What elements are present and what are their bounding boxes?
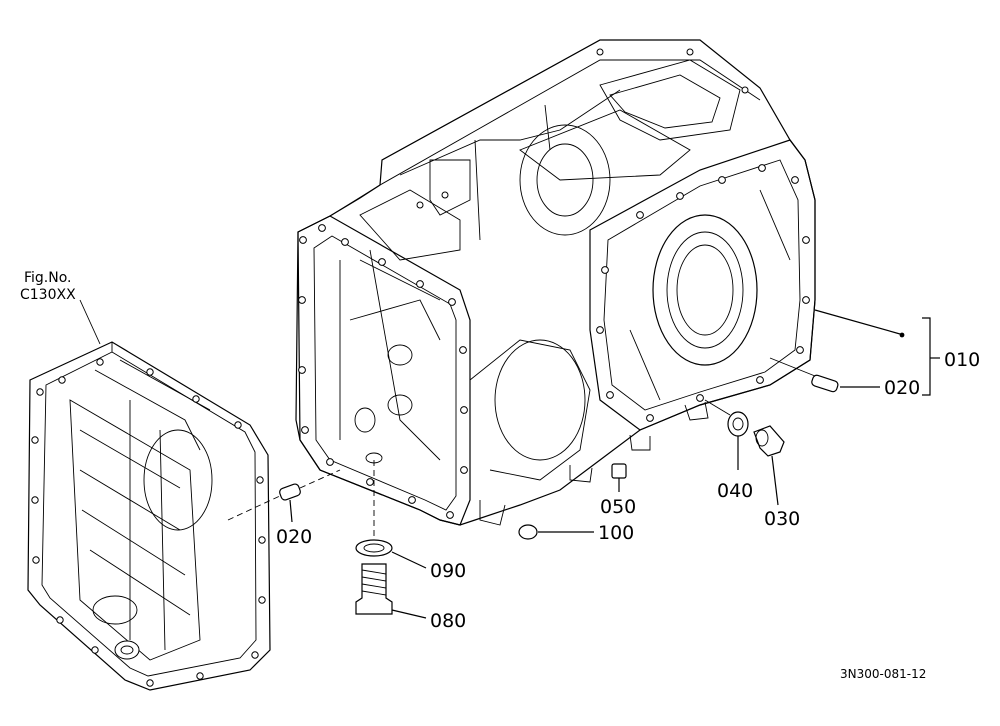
part-010-bracket-shape (922, 317, 931, 396)
label-020-left: 020 (276, 526, 312, 548)
part-020-left-pin (227, 469, 341, 523)
part-090-seal (355, 452, 427, 569)
part-030-leader (771, 455, 779, 506)
label-020-right: 020 (884, 377, 920, 399)
figure-ref-line1: Fig.No. (24, 270, 72, 286)
part-030-plug (753, 425, 785, 506)
label-090: 090 (430, 560, 466, 582)
part-020-left-leader (289, 499, 293, 523)
label-100: 100 (598, 522, 634, 544)
part-090-leader (391, 551, 427, 569)
part-010-bracket (814, 309, 940, 396)
transmission-case (295, 39, 816, 526)
part-010-leader (814, 309, 901, 335)
front-housing-bolt-holes (31, 358, 266, 687)
figure-ref-leader (79, 299, 101, 345)
figure-ref-line2: C130XX (20, 287, 76, 303)
label-030: 030 (764, 508, 800, 530)
front-housing-reference (27, 299, 271, 691)
part-050-plug (611, 463, 627, 492)
part-100-plug (518, 524, 594, 540)
part-080-leader (391, 609, 427, 619)
drawing-code: 3N300-081-12 (840, 667, 926, 681)
case-flange-bolt-holes (298, 48, 810, 519)
part-020-right-pin (769, 357, 880, 393)
part-040-washer (704, 399, 749, 470)
label-050: 050 (600, 496, 636, 518)
part-080-drain-plug (355, 563, 427, 619)
label-010: 010 (944, 349, 980, 371)
part-020-right-centerline (769, 357, 816, 377)
label-080: 080 (430, 610, 466, 632)
label-040: 040 (717, 480, 753, 502)
